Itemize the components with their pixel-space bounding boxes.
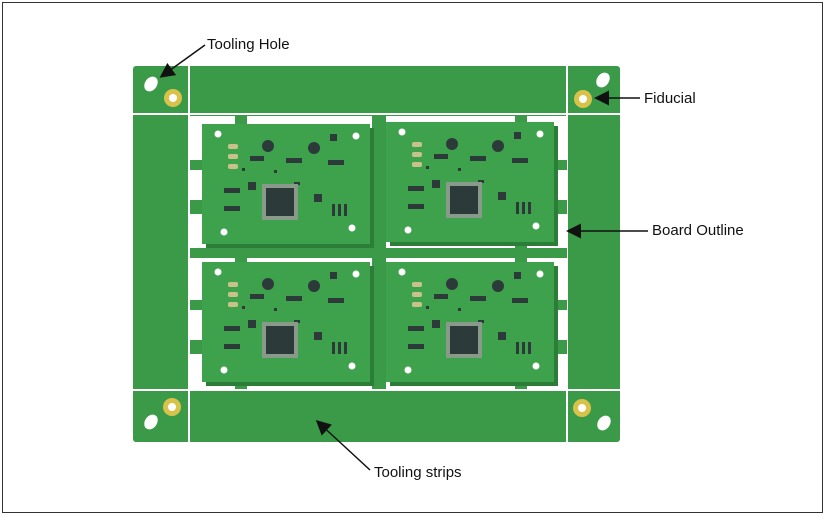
fiducial-marks <box>163 89 592 417</box>
callout-arrows <box>159 44 648 471</box>
tooling-hole <box>597 415 611 431</box>
label-board-outline: Board Outline <box>652 222 744 239</box>
arrow-tooling-strips <box>315 419 371 471</box>
label-tooling-strips: Tooling strips <box>374 464 462 481</box>
tooling-hole <box>144 414 158 430</box>
tooling-hole <box>144 76 158 92</box>
pcb-board <box>202 124 374 248</box>
label-tooling-hole: Tooling Hole <box>207 36 290 53</box>
tooling-hole <box>596 72 610 88</box>
corner-features <box>144 72 611 431</box>
pcb-board <box>202 262 374 386</box>
label-fiducial: Fiducial <box>644 90 696 107</box>
pcb-board <box>386 122 558 246</box>
arrow-tooling-hole <box>159 44 206 78</box>
pcb-board <box>386 262 558 386</box>
